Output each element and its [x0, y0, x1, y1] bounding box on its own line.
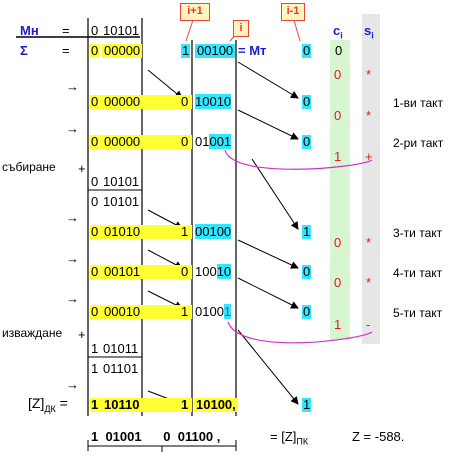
row5-tact: 5-ти такт	[393, 306, 443, 320]
s-column-band	[362, 14, 380, 344]
row4-bits: 00101	[100, 265, 192, 279]
result-extra: 1	[302, 397, 312, 412]
sigma-bits: 00000	[102, 43, 143, 58]
sigma-label: Σ	[20, 43, 28, 58]
sub-r2-sign: 1	[91, 361, 99, 376]
sub-plus: +	[78, 327, 86, 342]
row3-extra: 1	[302, 224, 312, 239]
s-column-header: si	[364, 23, 374, 41]
row5-m1: 1	[181, 304, 189, 319]
callout-i-plus-1: i+1	[180, 3, 210, 21]
row-arrow: →	[66, 251, 79, 266]
row5-c: 1	[334, 317, 342, 332]
row2-s: +	[365, 149, 373, 164]
zpk-label: = [Z]ПК	[270, 429, 309, 447]
result-mt-bits: 10100,	[194, 397, 238, 412]
row5-s: -	[366, 317, 371, 332]
row-arrow: →	[66, 79, 79, 94]
row1-c: 0	[334, 67, 342, 82]
sub-r1-bits: 01011	[103, 341, 139, 356]
row5-extra: 0	[302, 304, 312, 319]
row3-s: *	[366, 235, 372, 250]
mn-sign: 0	[91, 23, 99, 38]
c-column-band	[330, 40, 350, 340]
row-arrow: →	[66, 291, 79, 306]
mt-bits: 00100	[195, 43, 236, 58]
row1-sign: 0	[90, 94, 100, 109]
add-r2-sign: 0	[91, 194, 99, 209]
row2-tact: 2-ри такт	[393, 136, 444, 150]
row3-tact: 3-ти такт	[393, 226, 443, 240]
sigma-eq: =	[62, 43, 70, 58]
final-value: 1 01001 0 01100 ,	[91, 429, 221, 444]
row3-bits: 01010	[100, 225, 192, 239]
row4-c: 0	[334, 275, 342, 290]
c0-value: 0	[335, 43, 343, 58]
result-sign: 1	[90, 397, 100, 412]
row1-bits: 00000	[100, 95, 192, 109]
row5-mt: 01001	[195, 304, 232, 319]
mn-label: Мн	[20, 23, 39, 38]
callout-i-minus-1: i-1	[281, 3, 305, 21]
mn-eq: =	[62, 23, 70, 38]
sub-r1-sign: 1	[91, 341, 99, 356]
row-arrow: →	[66, 377, 79, 392]
row2-mt: 01001	[195, 134, 232, 149]
row-arrow: →	[66, 121, 79, 136]
result-bits: 10110	[100, 398, 192, 412]
mt-extra-bit: 0	[302, 43, 312, 58]
row2-c: 1	[334, 149, 342, 164]
mt-sign: 1	[181, 43, 191, 58]
row2-sign: 0	[90, 134, 100, 149]
row1-m1: 0	[181, 94, 189, 109]
row2-bits: 00000	[100, 135, 192, 149]
row4-m1: 0	[181, 264, 189, 279]
row1-tact: 1-ви такт	[393, 96, 443, 110]
sigma-sign: 0	[90, 43, 100, 58]
add-r2-bits: 10101	[103, 194, 140, 209]
callout-i: i	[233, 20, 249, 37]
row4-sign: 0	[90, 264, 100, 279]
c-column-header: ci	[333, 23, 343, 41]
row4-s: *	[366, 275, 372, 290]
sub-label: изваждане	[2, 326, 63, 340]
mt-label: = Мт	[238, 43, 267, 58]
zdk-label: [Z]ДК =	[28, 395, 68, 414]
add-r1-bits: 10101	[103, 174, 140, 189]
row1-s-b: *	[366, 108, 372, 123]
row3-sign: 0	[90, 224, 100, 239]
row3-c: 0	[334, 235, 342, 250]
row-arrow: →	[66, 210, 79, 225]
add-plus: +	[78, 161, 86, 176]
result-m1: 1	[181, 397, 189, 412]
add-r1-sign: 0	[91, 174, 99, 189]
row4-extra: 0	[302, 264, 312, 279]
row3-m1: 1	[181, 224, 189, 239]
row2-extra: 0	[302, 134, 312, 149]
row5-bits: 00010	[100, 305, 192, 319]
row2-m1: 0	[181, 134, 189, 149]
row3-mt: 00100	[195, 224, 232, 239]
row5-sign: 0	[90, 304, 100, 319]
row4-mt: 10010	[195, 264, 232, 279]
row1-c-b: 0	[334, 108, 342, 123]
mn-bits: 10101	[103, 23, 140, 38]
add-label: събиране	[2, 160, 56, 174]
row1-extra: 0	[302, 94, 312, 109]
z-value: Z = -588.	[352, 429, 405, 444]
row1-s: *	[366, 67, 372, 82]
row4-tact: 4-ти такт	[393, 266, 443, 280]
sub-r2-bits: 01101	[103, 361, 139, 376]
row1-mt: 10010	[195, 94, 232, 109]
